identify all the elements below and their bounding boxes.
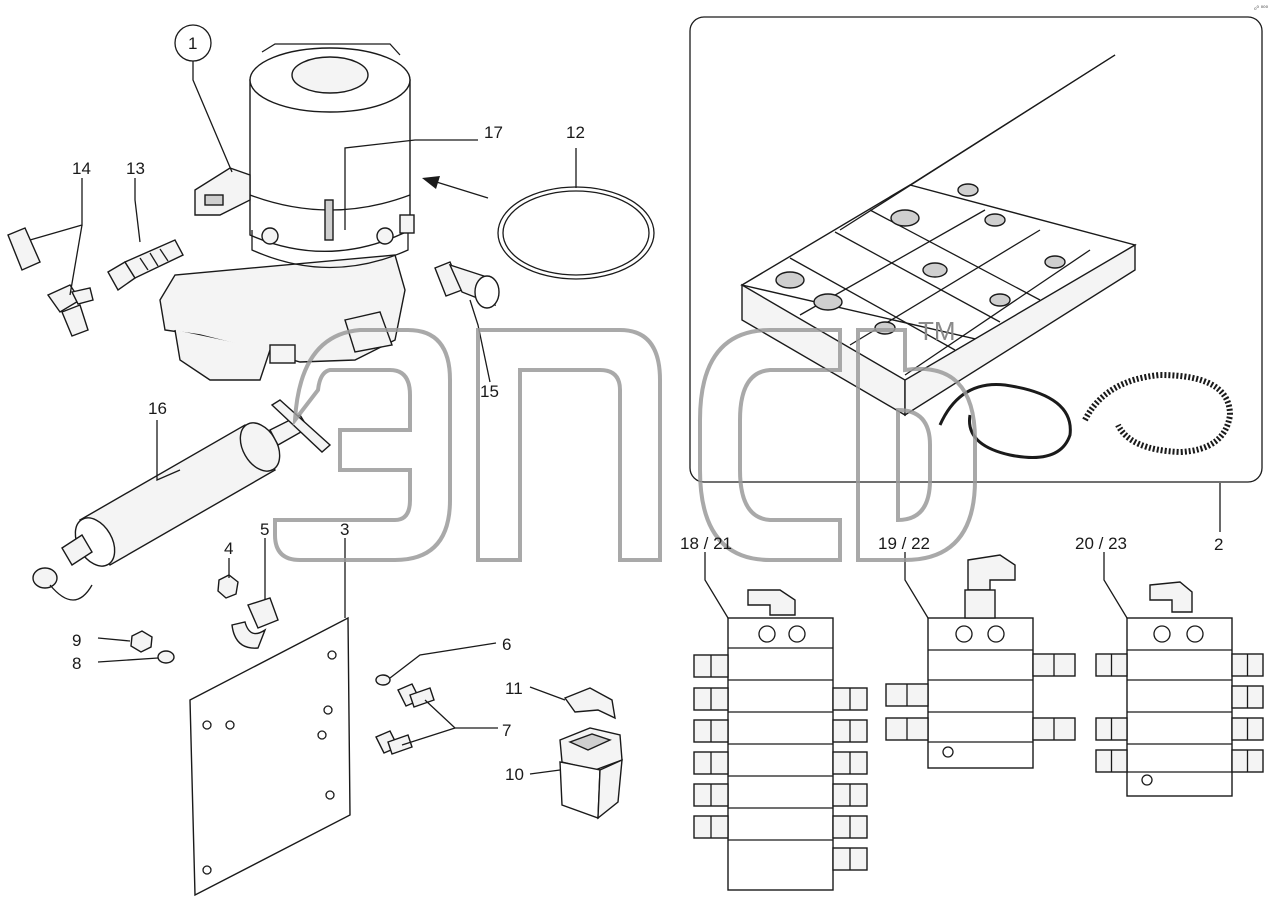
callout-label-15: 15 xyxy=(480,382,499,401)
callout-label-4: 4 xyxy=(224,539,234,558)
washer-6 xyxy=(375,674,391,686)
mounting-plate-3 xyxy=(189,616,351,897)
watermark-logo xyxy=(273,328,977,562)
callout-label-6: 6 xyxy=(502,635,512,654)
callout-label-16: 16 xyxy=(148,399,167,418)
plug-15 xyxy=(434,261,500,309)
callout-label-1: 1 xyxy=(188,34,198,53)
callout-label-2: 2 xyxy=(1214,535,1224,554)
pump-unit xyxy=(159,43,415,381)
callout-label-18-21: 18 / 21 xyxy=(680,534,732,553)
callout-label-20-23: 20 / 23 xyxy=(1075,534,1127,553)
callout-label-11: 11 xyxy=(505,679,523,698)
washer-8 xyxy=(157,650,175,664)
nut-4 xyxy=(217,574,239,599)
callout-label-5: 5 xyxy=(260,520,270,539)
tee-fitting-14 xyxy=(7,227,94,337)
distributor-block-20-23 xyxy=(1126,581,1233,797)
callout-label-9: 9 xyxy=(72,631,82,650)
callout-label-17: 17 xyxy=(484,123,503,142)
fitting-13 xyxy=(107,239,184,292)
bracket-11 xyxy=(563,687,616,720)
callout-label-3: 3 xyxy=(340,520,350,539)
clamp-5 xyxy=(231,597,279,649)
callout-label-13: 13 xyxy=(126,159,145,178)
callout-label-10: 10 xyxy=(505,765,524,784)
callout-label-14: 14 xyxy=(72,159,91,178)
bolts-7 xyxy=(375,683,435,755)
grease-gun-16 xyxy=(32,399,332,601)
callout-label-7: 7 xyxy=(502,721,512,740)
corner-mark: ₀⁰ ⁰⁰⁰ xyxy=(1254,5,1268,12)
o-ring xyxy=(497,186,655,280)
watermark-tm: TM xyxy=(918,316,956,346)
callout-label-8: 8 xyxy=(72,654,82,673)
callout-label-12: 12 xyxy=(566,123,585,142)
callout-label-19-22: 19 / 22 xyxy=(878,534,930,553)
block-outlet-fittings xyxy=(693,653,1264,871)
distributor-block-18-21 xyxy=(727,589,834,891)
nylon-tube xyxy=(938,383,1072,459)
distributor-block-19-22 xyxy=(927,554,1034,769)
nut-9 xyxy=(130,630,153,653)
switch-10 xyxy=(559,727,623,820)
fittings-kit-box xyxy=(740,54,1137,417)
armored-hose xyxy=(1082,371,1234,456)
